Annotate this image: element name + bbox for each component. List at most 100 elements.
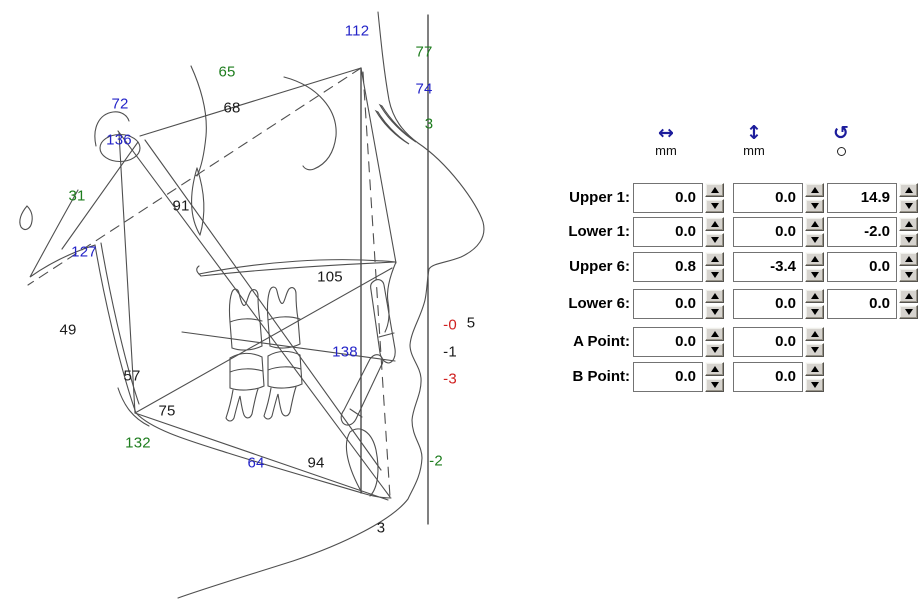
rotate-ccw-arrow-icon [821, 123, 861, 143]
spinner-up-button[interactable] [705, 327, 724, 341]
spinner-upper-1-rotation [899, 183, 918, 213]
value-field-lower-1-horizontal[interactable]: 0.0 [633, 217, 703, 247]
spinner-a-point-vertical [805, 327, 824, 357]
tracing-measurement-label: 112 [344, 22, 370, 40]
spinner-up-button[interactable] [705, 183, 724, 197]
up-triangle-icon [904, 221, 913, 227]
spinner-down-button[interactable] [805, 268, 824, 282]
spinner-up-button[interactable] [705, 252, 724, 266]
up-triangle-icon [810, 366, 819, 372]
down-triangle-icon [904, 203, 913, 209]
row-label-lower-6: Lower 6: [568, 295, 630, 312]
spinner-down-button[interactable] [705, 305, 724, 319]
value-field-a-point-vertical[interactable]: 0.0 [733, 327, 803, 357]
tracing-measurement-label: 75 [158, 402, 176, 420]
spinner-down-button[interactable] [899, 199, 918, 213]
row-label-lower-1: Lower 1: [568, 223, 630, 240]
down-triangle-icon [810, 272, 819, 278]
tracing-measurement-label: 127 [71, 243, 97, 261]
teeth-group [225, 279, 396, 426]
cephalometric-tracing [19, 11, 485, 599]
spinner-down-button[interactable] [805, 343, 824, 357]
horizontal-unit-label: mm [655, 143, 677, 158]
value-field-upper-6-horizontal[interactable]: 0.8 [633, 252, 703, 282]
spinner-up-button[interactable] [899, 217, 918, 231]
up-triangle-icon [710, 331, 719, 337]
measurement-lines-group [61, 67, 397, 501]
spinner-down-button[interactable] [805, 378, 824, 392]
column-header-rotation [821, 123, 861, 161]
spinner-up-button[interactable] [805, 289, 824, 303]
up-triangle-icon [710, 293, 719, 299]
value-field-lower-6-rotation[interactable]: 0.0 [827, 289, 897, 319]
value-field-a-point-horizontal[interactable]: 0.0 [633, 327, 703, 357]
spinner-up-button[interactable] [705, 289, 724, 303]
tracing-measurement-label: 136 [106, 131, 132, 149]
spinner-down-button[interactable] [899, 305, 918, 319]
spinner-lower-6-horizontal [705, 289, 724, 319]
spinner-down-button[interactable] [805, 199, 824, 213]
tracing-measurement-label: 74 [415, 80, 433, 98]
value-field-lower-6-horizontal[interactable]: 0.0 [633, 289, 703, 319]
up-triangle-icon [710, 221, 719, 227]
tracing-measurement-label: -0 [443, 316, 457, 334]
spinner-down-button[interactable] [805, 305, 824, 319]
up-triangle-icon [904, 187, 913, 193]
value-field-upper-6-rotation[interactable]: 0.0 [827, 252, 897, 282]
spinner-lower-1-vertical [805, 217, 824, 247]
row-label-a-point: A Point: [573, 333, 630, 350]
value-field-upper-1-vertical[interactable]: 0.0 [733, 183, 803, 213]
spinner-down-button[interactable] [705, 199, 724, 213]
up-triangle-icon [710, 366, 719, 372]
tracing-measurement-label: 65 [218, 63, 236, 81]
spinner-down-button[interactable] [805, 233, 824, 247]
down-triangle-icon [710, 237, 719, 243]
value-field-lower-1-vertical[interactable]: 0.0 [733, 217, 803, 247]
up-triangle-icon [710, 256, 719, 262]
value-field-lower-1-rotation[interactable]: -2.0 [827, 217, 897, 247]
spinner-down-button[interactable] [705, 378, 724, 392]
spinner-down-button[interactable] [705, 233, 724, 247]
spinner-a-point-horizontal [705, 327, 724, 357]
value-field-lower-6-vertical[interactable]: 0.0 [733, 289, 803, 319]
spinner-up-button[interactable] [805, 217, 824, 231]
spinner-up-button[interactable] [805, 252, 824, 266]
spinner-up-button[interactable] [805, 362, 824, 376]
spinner-down-button[interactable] [705, 268, 724, 282]
up-triangle-icon [810, 293, 819, 299]
spinner-upper-6-horizontal [705, 252, 724, 282]
spinner-down-button[interactable] [899, 268, 918, 282]
degree-circle-icon [836, 147, 846, 156]
row-label-upper-6: Upper 6: [569, 258, 630, 275]
spinner-down-button[interactable] [705, 343, 724, 357]
value-field-b-point-vertical[interactable]: 0.0 [733, 362, 803, 392]
spinner-upper-1-horizontal [705, 183, 724, 213]
down-triangle-icon [810, 309, 819, 315]
spinner-up-button[interactable] [899, 252, 918, 266]
spinner-b-point-vertical [805, 362, 824, 392]
up-triangle-icon [710, 187, 719, 193]
down-triangle-icon [810, 203, 819, 209]
value-field-b-point-horizontal[interactable]: 0.0 [633, 362, 703, 392]
column-header-vertical: mm [734, 123, 774, 158]
spinner-up-button[interactable] [705, 362, 724, 376]
spinner-b-point-horizontal [705, 362, 724, 392]
value-field-upper-6-vertical[interactable]: -3.4 [733, 252, 803, 282]
spinner-up-button[interactable] [805, 327, 824, 341]
down-triangle-icon [904, 237, 913, 243]
up-triangle-icon [904, 256, 913, 262]
value-field-upper-1-horizontal[interactable]: 0.0 [633, 183, 703, 213]
spinner-up-button[interactable] [899, 183, 918, 197]
spinner-up-button[interactable] [899, 289, 918, 303]
spinner-up-button[interactable] [805, 183, 824, 197]
value-field-upper-1-rotation[interactable]: 14.9 [827, 183, 897, 213]
spinner-down-button[interactable] [899, 233, 918, 247]
down-triangle-icon [810, 347, 819, 353]
reference-lines-group [360, 14, 429, 525]
spinner-up-button[interactable] [705, 217, 724, 231]
soft-tissue-profile-group [177, 11, 485, 599]
